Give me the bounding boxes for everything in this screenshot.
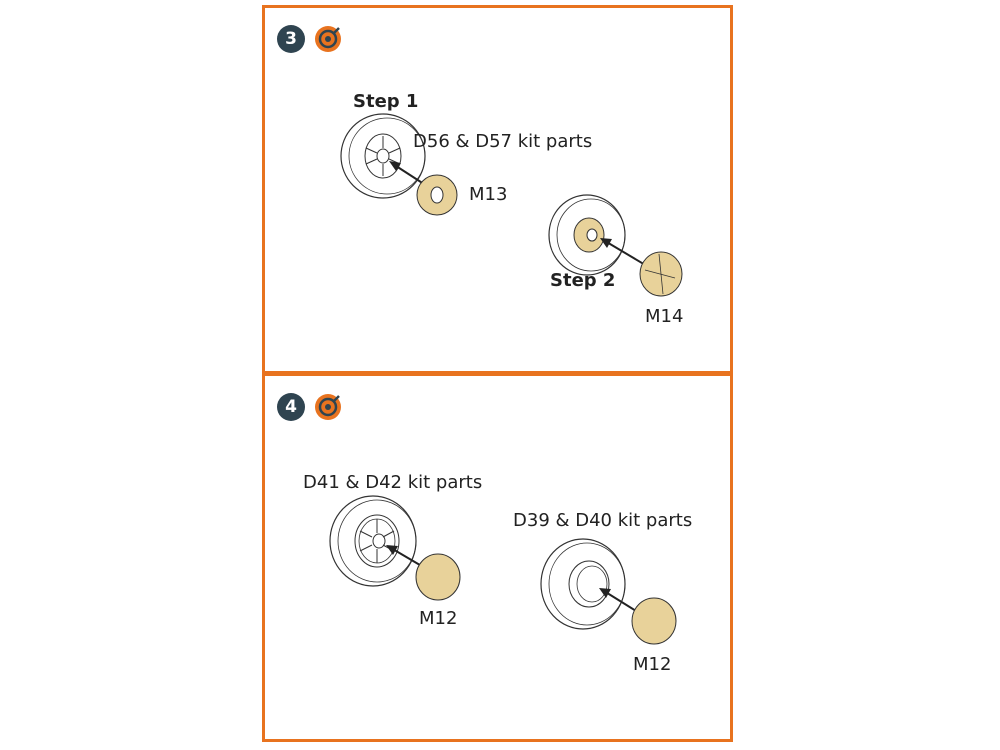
m12-left-label: M12 [419,608,458,629]
step1-label: Step 1 [353,91,419,112]
glue-icon [315,26,341,52]
wheel-d39-d40 [540,538,626,630]
wheel-d56-d57 [340,113,426,199]
wheel-d41-d42 [329,495,417,587]
step-number-badge: 3 [277,25,305,53]
m12-right-label: M12 [633,654,672,675]
part-m13 [416,174,458,216]
wheel-step2 [548,194,626,276]
kit-parts-left-label: D41 & D42 kit parts [303,472,483,493]
m13-label: M13 [469,184,508,205]
kit-parts-label: D56 & D57 kit parts [413,131,593,152]
part-m14 [639,251,683,297]
step-4-illustration [329,495,677,645]
step-4-panel: 4 [262,373,733,742]
part-m12-left [415,553,461,601]
step-3-illustration [340,113,683,297]
part-m12-right [631,597,677,645]
glue-icon [315,394,341,420]
kit-parts-right-label: D39 & D40 kit parts [513,510,693,531]
step2-label: Step 2 [550,270,616,291]
step-3-panel: 3 [262,5,733,374]
m14-label: M14 [645,306,684,327]
step-number-badge: 4 [277,393,305,421]
